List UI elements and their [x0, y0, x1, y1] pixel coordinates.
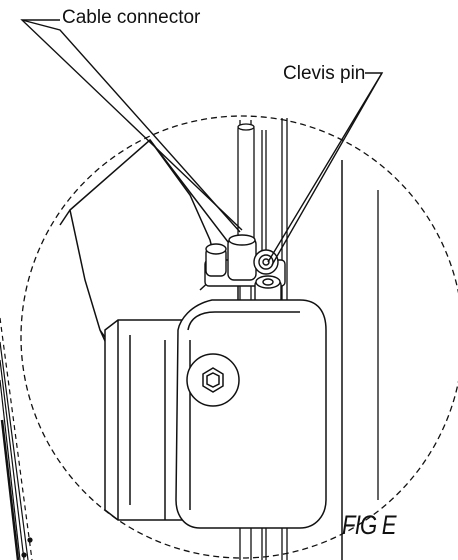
- clevis-bracket: [204, 234, 286, 307]
- carriage-block: [104, 299, 327, 529]
- callout-cable-connector: Cable connector: [62, 7, 201, 28]
- magnified-detail-circle: [20, 115, 458, 559]
- callout-clevis-pin: Clevis pin: [283, 63, 366, 84]
- figure-label: FIG E: [342, 510, 397, 540]
- background-frame-left: [0, 317, 33, 560]
- cable-sheath: [237, 123, 255, 246]
- leader-lines: [20, 19, 384, 266]
